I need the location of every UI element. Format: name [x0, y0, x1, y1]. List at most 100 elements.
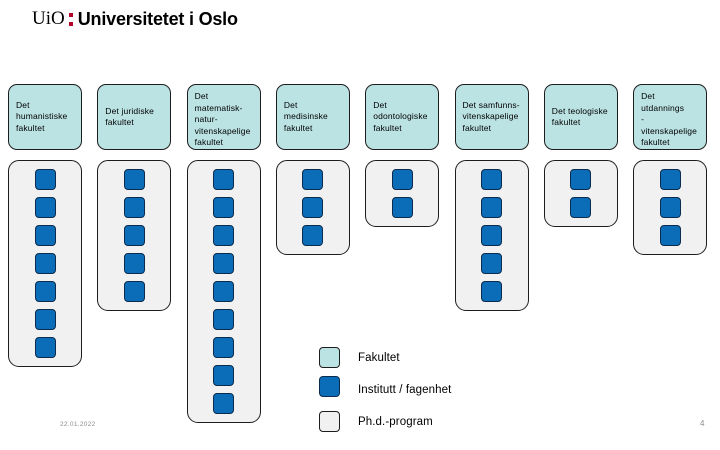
institute-unit[interactable]	[481, 169, 502, 190]
phd-program-box-od[interactable]	[365, 160, 440, 227]
institute-unit[interactable]	[213, 253, 235, 274]
institute-unit[interactable]	[213, 281, 235, 302]
faculty-label-line: medisinske	[283, 111, 328, 122]
phd-program-box-uv[interactable]	[633, 160, 708, 255]
faculty-label-line: fakultet	[373, 122, 402, 133]
faculty-label-line: humanistiske	[16, 111, 68, 122]
institute-unit[interactable]	[302, 197, 324, 218]
phd-program-box-hf[interactable]	[8, 160, 82, 367]
institute-unit[interactable]	[123, 253, 145, 274]
institute-unit[interactable]	[34, 169, 56, 190]
faculty-label-line: fakultet	[462, 122, 492, 133]
legend-swatch-faculty-icon	[319, 347, 340, 368]
legend-item-phd: Ph.d.-program	[319, 411, 451, 432]
faculty-label-line: Det teologiske	[551, 105, 608, 116]
institute-unit[interactable]	[123, 281, 145, 302]
red-colon-icon	[68, 12, 73, 26]
phd-program-box-sv[interactable]	[454, 160, 529, 311]
faculty-label-line: fakultet	[16, 122, 45, 133]
institute-unit[interactable]	[302, 169, 324, 190]
institute-unit[interactable]	[123, 197, 145, 218]
institute-unit[interactable]	[123, 225, 145, 246]
institute-unit[interactable]	[659, 197, 681, 218]
faculty-label-line: odontologiske	[373, 111, 428, 122]
faculty-label-line: vitenskapelige	[462, 111, 519, 122]
faculty-label-line: Det utdannings	[641, 91, 685, 113]
institute-unit[interactable]	[570, 197, 592, 218]
legend-item-faculty: Fakultet	[319, 347, 451, 368]
institute-unit[interactable]	[34, 337, 56, 358]
institute-unit[interactable]	[213, 169, 235, 190]
footer-date: 22.01.2022	[60, 421, 96, 428]
legend-label-institute: Institutt / fagenhet	[358, 383, 452, 396]
faculty-label-line: vitenskapelige	[194, 125, 251, 136]
institute-unit[interactable]	[213, 337, 235, 358]
institute-unit[interactable]	[481, 225, 502, 246]
legend-swatch-institute-icon	[319, 375, 340, 397]
faculty-label-line: Det	[16, 99, 30, 110]
phd-program-box-tf[interactable]	[543, 160, 618, 227]
institute-unit[interactable]	[659, 225, 681, 246]
institute-unit[interactable]	[481, 253, 502, 274]
institute-unit[interactable]	[213, 197, 235, 218]
institute-unit[interactable]	[213, 365, 235, 386]
institute-unit[interactable]	[481, 281, 502, 302]
institute-unit[interactable]	[34, 309, 56, 330]
phd-program-box-jus[interactable]	[97, 160, 172, 311]
phd-program-box-matnat[interactable]	[186, 160, 261, 423]
institute-unit[interactable]	[34, 281, 56, 302]
institute-unit[interactable]	[213, 225, 235, 246]
institute-unit[interactable]	[34, 225, 56, 246]
institute-unit[interactable]	[302, 225, 324, 246]
institute-unit[interactable]	[659, 169, 681, 190]
footer-page-number: 4	[700, 419, 705, 428]
institute-unit[interactable]	[123, 169, 145, 190]
institute-unit[interactable]	[481, 197, 502, 218]
faculty-label-line: Det	[283, 99, 298, 110]
legend-swatch-phd-icon	[319, 411, 340, 432]
uio-logo: UiO Universitetet i Oslo	[32, 8, 238, 30]
faculty-label-line: Det samfunns-	[462, 99, 520, 110]
faculty-label-line: matematisk-	[194, 102, 243, 113]
institute-unit[interactable]	[34, 253, 56, 274]
institute-unit[interactable]	[213, 393, 235, 414]
legend-label-phd: Ph.d.-program	[358, 415, 433, 428]
institute-unit[interactable]	[391, 197, 413, 218]
institute-unit[interactable]	[570, 169, 592, 190]
legend-label-faculty: Fakultet	[358, 351, 400, 364]
logo-abbreviation: UiO	[32, 8, 65, 29]
faculty-label-line: fakultet	[194, 137, 224, 147]
institute-unit[interactable]	[34, 197, 56, 218]
phd-program-box-med[interactable]	[275, 160, 350, 255]
institute-unit[interactable]	[391, 169, 413, 190]
faculty-label-line: fakultet	[283, 122, 313, 133]
institute-unit[interactable]	[213, 309, 235, 330]
faculty-label-line: natur-	[194, 114, 218, 124]
